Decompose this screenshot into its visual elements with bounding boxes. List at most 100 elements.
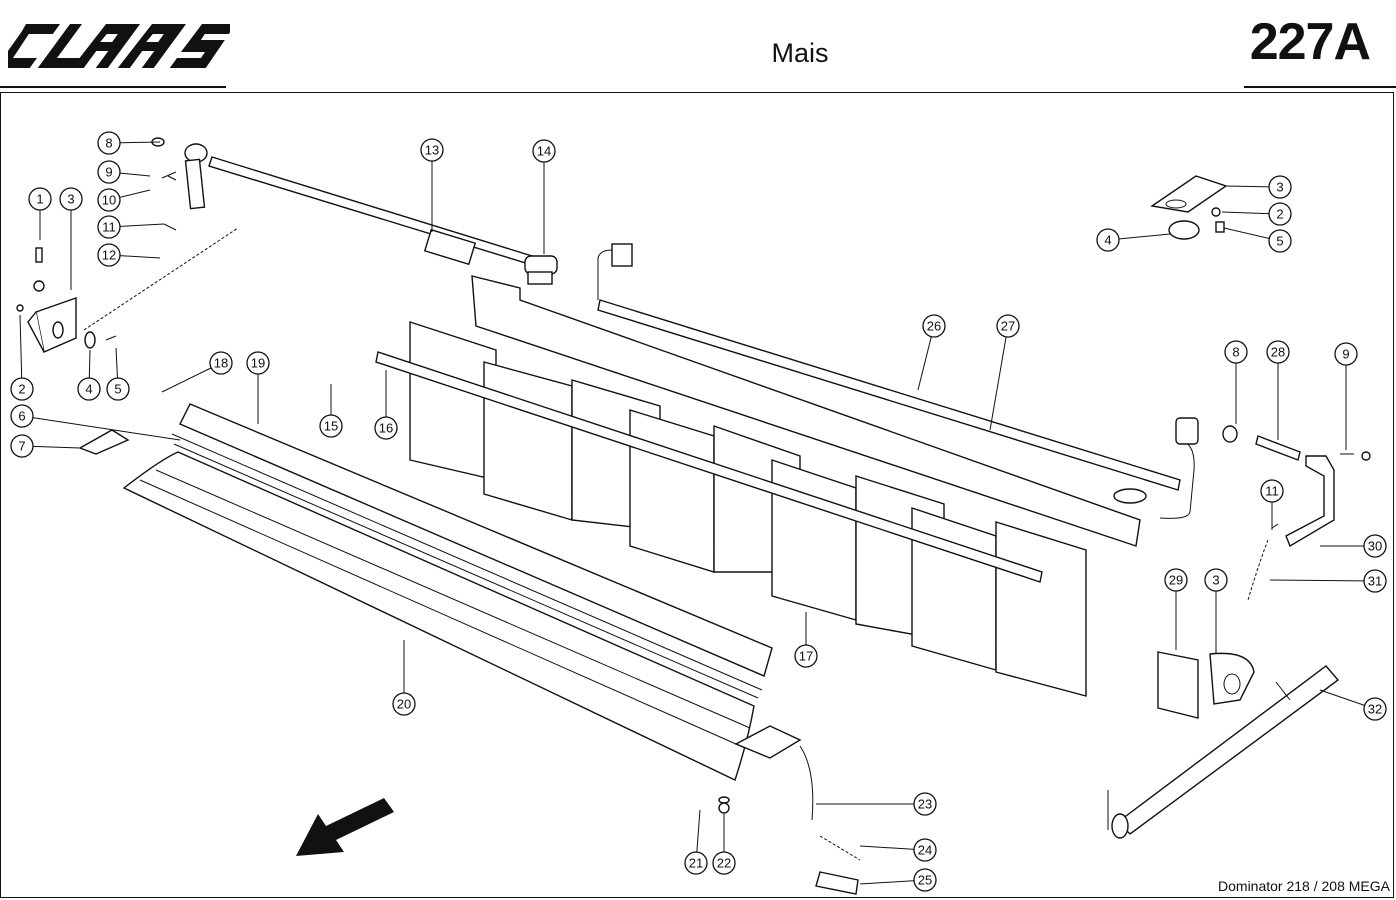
callout-12: 12 [97,243,161,267]
callout-4: 4 [77,349,101,401]
callout-circle [1268,202,1292,226]
callout-27: 27 [989,314,1020,431]
callout-circle [1266,340,1290,364]
callout-8: 8 [97,131,161,155]
right-side-plates [1157,651,1255,719]
callout-circle [913,868,937,892]
callout-number: 5 [1276,234,1283,249]
callout-number: 27 [1001,319,1015,334]
callout-circle [913,838,937,862]
callout-circle [1260,479,1284,503]
callout-9: 9 [97,160,151,184]
callout-number: 31 [1368,574,1382,589]
callout-number: 3 [1276,180,1283,195]
model-label: Dominator 218 / 208 MEGA [1218,878,1390,894]
callout-number: 23 [918,797,932,812]
scraper-strip-19 [171,403,773,699]
tube-32 [1107,665,1340,839]
trough-20 [122,451,755,781]
callout-circle [59,187,83,211]
callout-8: 8 [1224,340,1248,424]
callout-circle [794,644,818,668]
callout-number: 9 [105,165,112,180]
callout-number: 24 [918,843,932,858]
callout-6: 6 [10,404,181,441]
callout-number: 8 [1232,345,1239,360]
callout-circle [1363,569,1387,593]
callout-5: 5 [106,347,130,401]
callout-circle [922,314,946,338]
callout-number: 12 [102,248,116,263]
callout-32: 32 [1319,689,1387,721]
callout-16: 16 [374,370,398,440]
travel-direction-arrow [296,798,394,856]
left-side-bracket [16,247,117,353]
callout-number: 21 [689,856,703,871]
flap-rail-16 [375,351,1043,583]
callout-circle [1363,697,1387,721]
callout-circle [209,351,233,375]
callout-number: 11 [102,220,116,235]
callout-11: 11 [97,215,165,239]
callout-circle [97,243,121,267]
left-upper-arm [83,137,239,331]
page-title: Mais [771,38,829,68]
callout-circle [392,692,416,716]
callout-circle [420,138,444,162]
callout-number: 19 [251,356,265,371]
callout-circle [532,139,556,163]
callout-22: 22 [712,814,736,875]
callout-25: 25 [859,868,937,892]
callout-circle [97,188,121,212]
lower-crank-assembly [718,725,861,895]
claas-logo [8,24,230,68]
callout-18: 18 [161,351,233,393]
callout-1: 1 [28,187,52,240]
callout-number: 26 [927,319,941,334]
callout-number: 7 [18,439,25,454]
header-rule-left [0,86,226,88]
callout-circle [1164,568,1188,592]
callout-circle [28,187,52,211]
callout-circle [10,377,34,401]
right-lever-assembly [1222,425,1371,601]
callout-circle [374,416,398,440]
leader-line [21,415,181,441]
bearing-14 [524,255,558,285]
callout-7: 7 [10,434,81,458]
callout-number: 32 [1368,702,1382,717]
callout-number: 13 [425,143,439,158]
callout-number: 11 [1265,484,1279,499]
callout-number: 5 [114,382,121,397]
callout-number: 28 [1271,345,1285,360]
callout-number: 4 [85,382,92,397]
callout-circle [106,377,130,401]
callout-circle [97,160,121,184]
callout-15: 15 [319,384,343,438]
callout-circle [684,851,708,875]
callout-number: 6 [18,409,25,424]
callout-circle [319,414,343,438]
callout-number: 2 [1276,207,1283,222]
leader-line [989,325,1009,431]
callout-26: 26 [917,314,946,391]
callout-number: 3 [67,192,74,207]
drawing-frame [0,92,1394,898]
header-rule-right [1244,86,1396,88]
callout-circle [1224,340,1248,364]
callout-2: 2 [1221,202,1292,226]
callout-number: 25 [918,873,932,888]
callout-2: 2 [10,314,34,401]
callout-14: 14 [532,139,556,254]
callout-30: 30 [1320,534,1387,558]
callout-circle [1363,534,1387,558]
leader-line [1269,579,1376,582]
callout-number: 4 [1104,233,1111,248]
page-number: 227A [1249,13,1371,71]
callout-number: 29 [1169,573,1183,588]
rear-rail-26-27 [471,243,1199,547]
callout-10: 10 [97,188,151,212]
callout-number: 3 [1212,573,1219,588]
rubber-flaps-17 [409,321,1087,697]
